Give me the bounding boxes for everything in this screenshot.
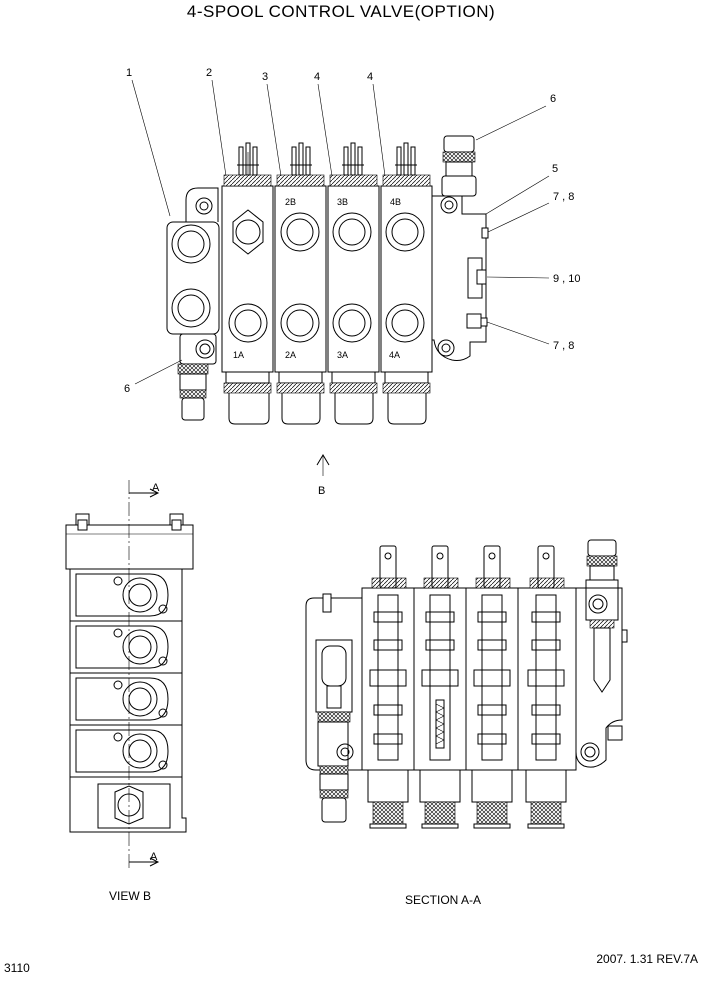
revision-stamp: 2007. 1.31 REV.7A (596, 952, 698, 966)
port-label-3a: 3A (337, 350, 348, 360)
callout-6-top: 6 (550, 93, 556, 105)
section-outlet-body (575, 587, 623, 768)
outlet-block (431, 195, 489, 361)
section-a-marker-bottom: A (150, 851, 158, 863)
view-b-top-block (65, 524, 194, 570)
callout-7-8-upper: 7 , 8 (553, 191, 574, 203)
port-label-1a: 1A (233, 350, 244, 360)
callout-4a: 4 (314, 71, 320, 83)
section-aa-drawing: SECTION A-A (305, 539, 628, 907)
spool-section-3 (327, 142, 380, 425)
callout-5: 5 (552, 163, 558, 175)
section-spool-1 (361, 545, 415, 829)
port-label-2b: 2B (285, 197, 296, 207)
view-b-section-2 (69, 620, 183, 674)
page-number: 3110 (4, 961, 30, 975)
callout-2: 2 (206, 67, 212, 79)
section-inlet-body (305, 597, 363, 771)
view-b-section-1 (69, 568, 183, 622)
callout-7-8-lower: 7 , 8 (553, 340, 574, 352)
port-label-4b: 4B (390, 197, 401, 207)
view-b-section-3 (69, 672, 183, 726)
relief-fitting-lower (179, 333, 217, 365)
port-label-3b: 3B (337, 197, 348, 207)
caption-view-b: VIEW B (109, 889, 151, 903)
section-a-marker-top: A (152, 482, 160, 494)
callout-4b: 4 (367, 71, 373, 83)
diagram-title: 4-SPOOL CONTROL VALVE(OPTION) (187, 2, 495, 21)
caption-section-aa: SECTION A-A (405, 893, 481, 907)
section-spool-3 (465, 545, 519, 829)
spool-section-1 (221, 142, 274, 425)
inlet-lug (185, 187, 219, 222)
view-b-drawing: A A (65, 480, 194, 903)
callout-3: 3 (262, 71, 268, 83)
spool-section-4 (380, 142, 433, 425)
spool-section-2 (274, 142, 327, 425)
port-label-4a: 4A (389, 350, 400, 360)
leader-lines (131, 79, 550, 385)
section-spool-2 (413, 545, 467, 829)
view-b-marker: B (318, 485, 325, 497)
callout-1: 1 (126, 67, 132, 79)
section-spool-4 (517, 545, 577, 829)
top-view-assembly: 2B 3B 4B 1A 2A 3A 4A 1 2 3 4 4 6 5 7 , 8 (124, 67, 581, 497)
relief-fitting-upper (441, 135, 477, 197)
view-b-bottom-block (69, 776, 187, 833)
view-b-arrow: B (316, 454, 330, 497)
section-main-body (361, 587, 577, 771)
callout-9-10: 9 , 10 (553, 273, 581, 285)
port-label-2a: 2A (285, 350, 296, 360)
callout-6-bottom: 6 (124, 383, 130, 395)
view-b-section-4 (69, 724, 183, 778)
